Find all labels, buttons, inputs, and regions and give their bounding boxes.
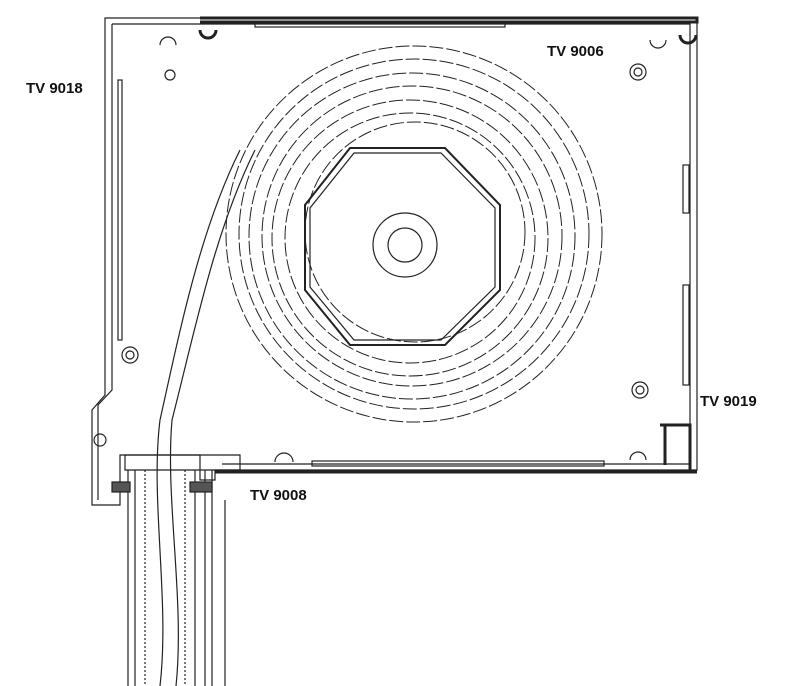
label-tv9018: TV 9018 (26, 80, 83, 97)
curtain-strip (156, 149, 241, 686)
label-tv9006: TV 9006 (547, 43, 604, 60)
guide-rail (111, 454, 241, 686)
housing-outline (91, 17, 698, 506)
label-tv9008: TV 9008 (250, 487, 307, 504)
label-tv9019: TV 9019 (700, 393, 757, 410)
housing-inner (97, 23, 691, 500)
